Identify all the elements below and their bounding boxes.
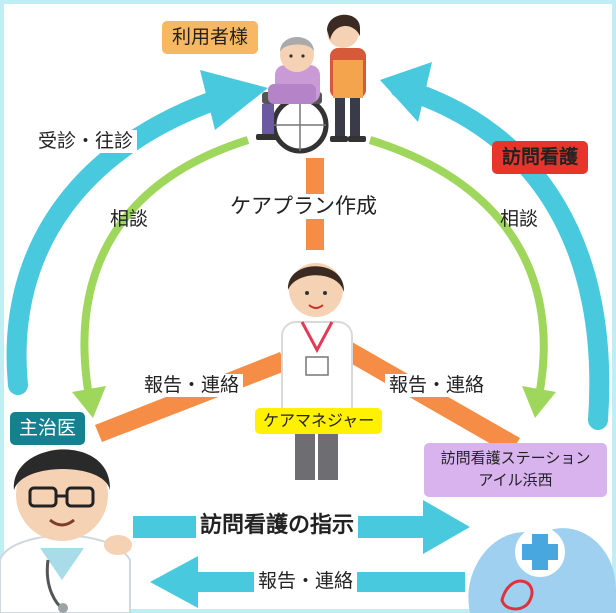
nursing-visit-arrowhead [380,62,432,122]
report-left-label: 報告・連絡 [140,374,244,397]
doctor-illustration [0,449,132,613]
instruction-arrowhead [423,500,470,554]
nursing-tag: 訪問看護 [492,141,589,174]
consult-right-arrow [368,136,548,391]
report-bottom-arrowhead [150,556,198,608]
consult-left-label: 相談 [110,208,149,230]
consult-visit-arrow [6,82,250,395]
right-report-connector [345,342,520,455]
care-plan-label: ケアプラン作成 [226,194,381,219]
wheelchair-user-illustration [256,37,329,154]
report-bottom-label: 報告・連絡 [254,570,358,593]
doctor-tag: 主治医 [10,412,86,445]
station-tag: 訪問看護ステーション アイル浜西 [424,443,607,497]
report-right-label: 報告・連絡 [385,374,489,397]
consult-visit-arrowhead [200,70,268,130]
care-manager-illustration [281,263,353,480]
consult-left-arrowhead [72,386,106,418]
caregiver-illustration [327,14,366,142]
consult-right-arrowhead [522,386,556,418]
consult-visit-label: 受診・往診 [34,130,138,153]
consult-right-label: 相談 [500,208,539,230]
nursing-station-logo [468,527,616,613]
user-tag: 利用者様 [162,21,259,54]
consult-left-arrow [80,136,250,391]
instruction-label: 訪問看護の指示 [196,513,359,539]
care-manager-tag: ケアマネジャー [255,408,383,434]
nursing-visit-arrow [390,78,610,430]
